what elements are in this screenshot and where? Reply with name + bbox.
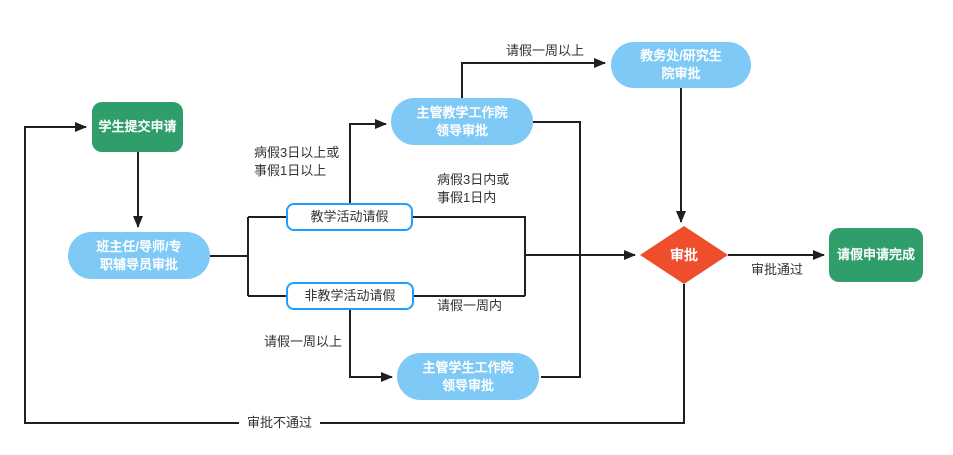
edge-branch-merge-to-decision [413, 216, 635, 297]
node-student-submit-label: 学生提交申请 [98, 119, 177, 134]
edge-label-sick3-within: 病假3日内或 事假1日内 [437, 171, 509, 207]
edge-nonteaching-to-student-dean [349, 310, 393, 382]
edge-label-week-plus-bottom: 请假一周以上 [264, 334, 343, 349]
node-student-submit: 学生提交申请 [92, 102, 183, 152]
node-non-teaching-leave-label: 非教学活动请假 [304, 288, 396, 303]
node-academic-office-approval: 教务处/研究生 院审批 [611, 42, 751, 88]
node-advisor-approval-line1: 班主任/导师/专 [96, 238, 182, 254]
node-leave-complete-label: 请假申请完成 [836, 247, 915, 262]
node-advisor-approval: 班主任/导师/专 职辅导员审批 [68, 232, 210, 279]
node-student-dean-approval: 主管学生工作院 领导审批 [397, 353, 539, 400]
edge-label-sick3-plus-line1: 病假3日以上或 [254, 145, 340, 160]
node-academic-office-line1: 教务处/研究生 [640, 48, 722, 63]
edge-label-sick3-plus: 病假3日以上或 事假1日以上 [254, 144, 339, 180]
node-teaching-dean-line2: 领导审批 [435, 122, 488, 138]
edge-teaching-to-teaching-dean [349, 119, 387, 203]
node-teaching-dean-line1: 主管教学工作院 [416, 104, 508, 120]
edge-deans-join [533, 121, 581, 378]
edge-label-week-within: 请假一周内 [437, 298, 503, 313]
edge-label-approved: 审批通过 [751, 262, 804, 277]
node-decision-label: 审批 [670, 247, 698, 263]
edge-reject-feedback [24, 122, 685, 424]
node-student-dean-line2: 领导审批 [441, 377, 494, 393]
edge-teaching-dean-to-academic-office [461, 58, 606, 98]
edge-label-sick3-plus-line2: 事假1日以上 [254, 163, 327, 178]
edge-label-sick3-within-line2: 事假1日内 [437, 190, 497, 205]
node-teaching-dean-approval: 主管教学工作院 领导审批 [391, 98, 533, 145]
edge-label-sick3-within-line1: 病假3日内或 [437, 172, 510, 187]
node-student-dean-line1: 主管学生工作院 [422, 359, 514, 375]
node-teaching-leave: 教学活动请假 [286, 203, 413, 231]
node-teaching-leave-label: 教学活动请假 [310, 209, 389, 224]
node-non-teaching-leave: 非教学活动请假 [286, 282, 414, 310]
edge-label-week-plus-top: 请假一周以上 [506, 43, 585, 58]
node-academic-office-line2: 院审批 [661, 66, 701, 81]
node-advisor-approval-line2: 职辅导员审批 [99, 256, 178, 272]
node-leave-complete: 请假申请完成 [829, 228, 923, 282]
edge-label-rejected: 审批不通过 [239, 414, 321, 432]
edge-advisor-branch [210, 216, 286, 297]
